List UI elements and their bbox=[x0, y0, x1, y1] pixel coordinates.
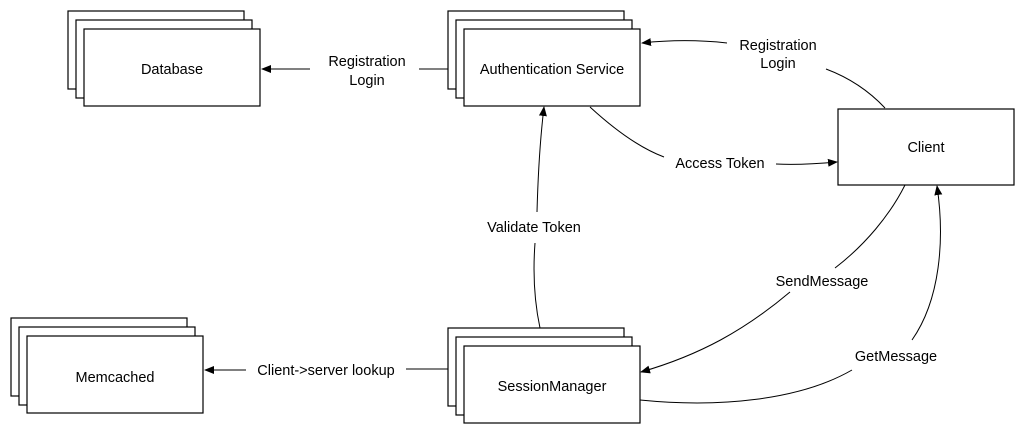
memcached-node: Memcached bbox=[10, 317, 204, 414]
edge-get-message: GetMessage bbox=[639, 185, 943, 404]
edge-access-token-label: Access Token bbox=[675, 156, 764, 172]
edge-server-lookup-label: Client->server lookup bbox=[257, 363, 394, 379]
session-manager-label: SessionManager bbox=[498, 379, 607, 395]
edge-validate-token-label: Validate Token bbox=[487, 220, 581, 236]
edge-send-message: SendMessage bbox=[640, 184, 906, 374]
edge-auth-db-label-1: Registration bbox=[328, 54, 405, 70]
database-label: Database bbox=[141, 62, 203, 78]
edge-auth-db-label-2: Login bbox=[349, 73, 384, 89]
database-node: Database bbox=[67, 10, 261, 107]
edge-client-to-auth: Registration Login bbox=[641, 38, 886, 109]
edge-send-message-label: SendMessage bbox=[776, 274, 869, 290]
edge-validate-token: Validate Token bbox=[487, 106, 581, 329]
edge-client-auth-label-2: Login bbox=[760, 56, 795, 72]
auth-service-node: Authentication Service bbox=[447, 10, 641, 107]
edge-auth-to-database: Registration Login bbox=[261, 54, 448, 89]
edge-access-token: Access Token bbox=[589, 106, 838, 172]
edge-client-auth-label-1: Registration bbox=[739, 38, 816, 54]
session-manager-node: SessionManager bbox=[447, 327, 641, 424]
client-label: Client bbox=[907, 140, 944, 156]
auth-service-label: Authentication Service bbox=[480, 62, 624, 78]
edge-get-message-label: GetMessage bbox=[855, 349, 937, 365]
edge-server-lookup: Client->server lookup bbox=[204, 363, 448, 379]
client-node: Client bbox=[837, 108, 1015, 186]
memcached-label: Memcached bbox=[76, 370, 155, 386]
